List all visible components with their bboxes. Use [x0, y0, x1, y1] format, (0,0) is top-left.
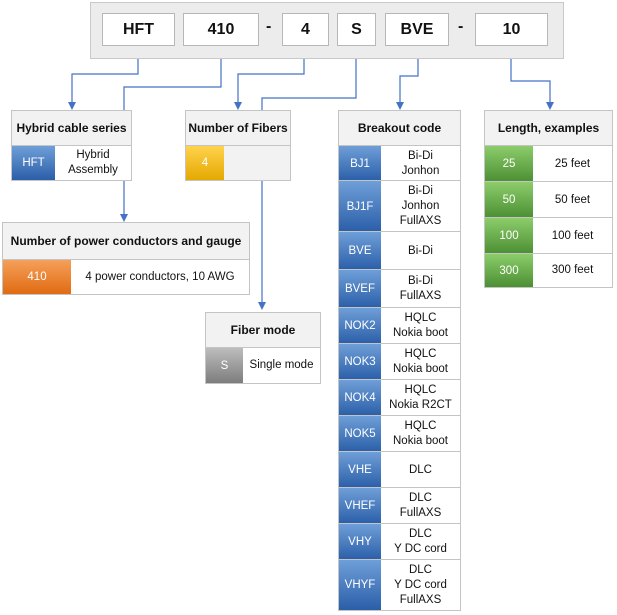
breakout-description: HQLC Nokia boot	[381, 344, 460, 380]
length-description: 100 feet	[533, 218, 612, 254]
length-code: 25	[485, 146, 533, 182]
breakout-code: VHEF	[339, 488, 381, 524]
connector-4	[234, 47, 305, 110]
breakout-code: NOK4	[339, 380, 381, 416]
length-box: Length, examples 25 25 feet 50 50 feet 1…	[484, 110, 613, 288]
fiber-mode-code: S	[206, 348, 243, 383]
segment-breakout: BVE	[385, 13, 449, 46]
length-description: 300 feet	[533, 254, 612, 287]
power-box: Number of power conductors and gauge 410…	[2, 222, 250, 295]
hybrid-series-title: Hybrid cable series	[16, 121, 127, 135]
length-code: 300	[485, 254, 533, 287]
segment-separator: -	[266, 18, 272, 35]
power-title: Number of power conductors and gauge	[10, 234, 242, 248]
connector-s	[258, 47, 357, 310]
breakout-code: VHYF	[339, 560, 381, 610]
connector-hft	[68, 47, 139, 110]
breakout-description: Bi-Di FullAXS	[381, 270, 460, 308]
breakout-description: DLC FullAXS	[381, 488, 460, 524]
breakout-box: Breakout code BJ1 Bi-Di Jonhon BJ1F Bi-D…	[338, 110, 461, 611]
breakout-description: DLC Y DC cord	[381, 524, 460, 560]
breakout-description: Bi-Di Jonhon	[381, 146, 460, 181]
length-code: 100	[485, 218, 533, 254]
segment-fibers: 4	[282, 13, 329, 46]
fibers-title: Number of Fibers	[188, 121, 288, 135]
segment-series: HFT	[102, 13, 175, 46]
connector-10	[510, 47, 554, 110]
length-description: 25 feet	[533, 146, 612, 182]
breakout-code: BJ1	[339, 146, 381, 181]
length-code: 50	[485, 182, 533, 218]
breakout-code: VHE	[339, 452, 381, 488]
breakout-title: Breakout code	[357, 121, 442, 135]
breakout-description: Bi-Di Jonhon FullAXS	[381, 181, 460, 232]
breakout-description: HQLC Nokia boot	[381, 308, 460, 344]
breakout-code: BVE	[339, 232, 381, 270]
breakout-code: NOK5	[339, 416, 381, 452]
connector-bve	[396, 47, 419, 110]
length-description: 50 feet	[533, 182, 612, 218]
length-title: Length, examples	[497, 121, 600, 135]
breakout-description: HQLC Nokia boot	[381, 416, 460, 452]
fibers-code: 4	[186, 146, 224, 180]
segment-length: 10	[475, 13, 548, 46]
fiber-mode-title: Fiber mode	[230, 323, 296, 337]
segment-separator: -	[458, 18, 464, 35]
breakout-code: BVEF	[339, 270, 381, 308]
fibers-box: Number of Fibers 4	[185, 110, 291, 181]
fiber-mode-box: Fiber mode S Single mode	[205, 312, 321, 384]
segment-mode: S	[337, 13, 376, 46]
segment-power: 410	[183, 13, 259, 46]
breakout-description: DLC Y DC cord FullAXS	[381, 560, 460, 610]
breakout-code: NOK2	[339, 308, 381, 344]
hybrid-series-box: Hybrid cable series HFT Hybrid Assembly	[11, 110, 132, 181]
hybrid-series-description: Hybrid Assembly	[55, 146, 131, 180]
breakout-description: DLC	[381, 452, 460, 488]
breakout-code: BJ1F	[339, 181, 381, 232]
breakout-description: HQLC Nokia R2CT	[381, 380, 460, 416]
breakout-description: Bi-Di	[381, 232, 460, 270]
breakout-code: NOK3	[339, 344, 381, 380]
power-description: 4 power conductors, 10 AWG	[71, 260, 249, 294]
power-code: 410	[3, 260, 71, 294]
fiber-mode-description: Single mode	[243, 348, 320, 383]
breakout-code: VHY	[339, 524, 381, 560]
hybrid-series-code: HFT	[12, 146, 55, 180]
